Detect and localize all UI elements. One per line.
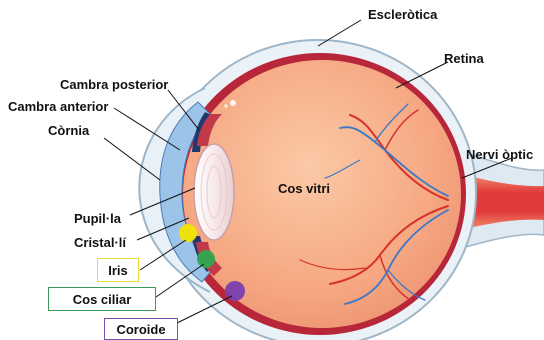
label-cos-vitri: Cos vitri [278,182,330,195]
label-cambra-posterior: Cambra posterior [60,78,168,91]
label-cambra-anterior: Cambra anterior [8,100,108,113]
label-esclerotica: Escleròtica [368,8,437,21]
label-coroide: Coroide [104,318,178,340]
lens [194,144,234,240]
label-cos-ciliar: Cos ciliar [48,287,156,311]
label-cristalli: Cristal·lí [74,236,126,249]
label-pupilla: Pupil·la [74,212,121,225]
label-cornia: Còrnia [48,124,89,137]
iris-marker [179,224,197,242]
label-retina: Retina [444,52,484,65]
label-nervi-optic: Nervi òptic [466,148,533,161]
label-iris: Iris [97,258,139,282]
cos-ciliar-marker [197,250,215,268]
